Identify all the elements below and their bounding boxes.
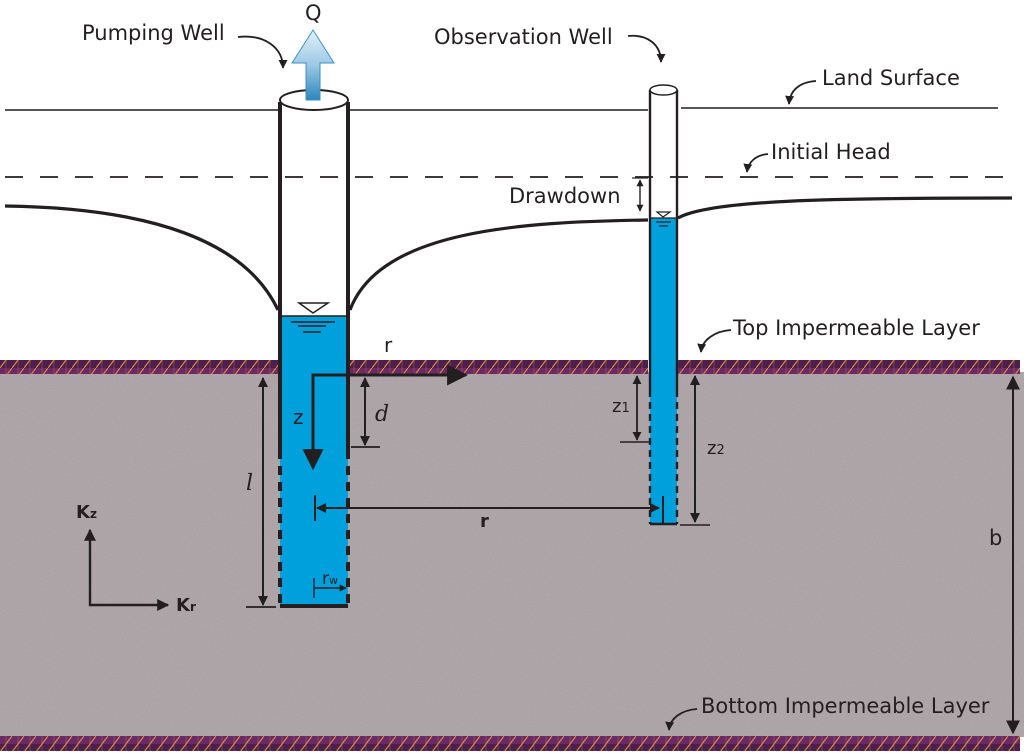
observation-well <box>648 84 679 526</box>
initial-head-label: Initial Head <box>771 140 891 164</box>
conductivity-axes <box>84 528 170 611</box>
top-layer-pointer-icon <box>697 329 732 353</box>
bottom-impermeable-layer <box>0 736 1020 751</box>
z2-label: z2 <box>707 438 725 459</box>
pumping-well-water-level-icon <box>291 302 335 333</box>
land-surface-label: Land Surface <box>822 66 960 90</box>
pumping-well <box>278 89 350 608</box>
land-surface-pointer-icon <box>785 80 817 105</box>
r-axis-arrow <box>302 364 469 471</box>
l-label: l <box>246 471 253 496</box>
top-layer-label: Top Impermeable Layer <box>732 316 980 340</box>
kz-label: Kz <box>76 502 97 523</box>
rw-label: rw <box>322 569 338 589</box>
observation-well-label: Observation Well <box>434 25 613 49</box>
b-label: b <box>989 526 1002 550</box>
pumping-well-label: Pumping Well <box>82 21 225 45</box>
pumping-well-pointer-icon <box>237 35 288 69</box>
r-distance-label: r <box>480 511 489 532</box>
discharge-label: Q <box>305 1 322 25</box>
d-label: d <box>375 402 389 427</box>
bottom-layer-label: Bottom Impermeable Layer <box>701 694 990 718</box>
top-impermeable-layer-left <box>0 360 278 374</box>
r-axis-label: r <box>384 333 393 357</box>
discharge-arrow-icon <box>291 29 335 101</box>
observation-well-water-level-icon <box>655 211 672 227</box>
land-surface-line <box>5 107 998 111</box>
z-axis-label: z <box>293 405 304 429</box>
z1-label: z1 <box>612 396 630 417</box>
top-impermeable-layer-right <box>678 360 1020 374</box>
drawdown-label: Drawdown <box>509 184 621 208</box>
top-impermeable-layer-middle <box>350 360 648 374</box>
bottom-layer-pointer-icon <box>665 708 698 731</box>
drawdown-cone <box>4 196 1013 311</box>
observation-well-pointer-icon <box>627 34 666 63</box>
initial-head-pointer-icon <box>743 153 769 173</box>
aquifer-ground <box>0 372 1024 737</box>
kr-label: Kr <box>176 595 196 616</box>
